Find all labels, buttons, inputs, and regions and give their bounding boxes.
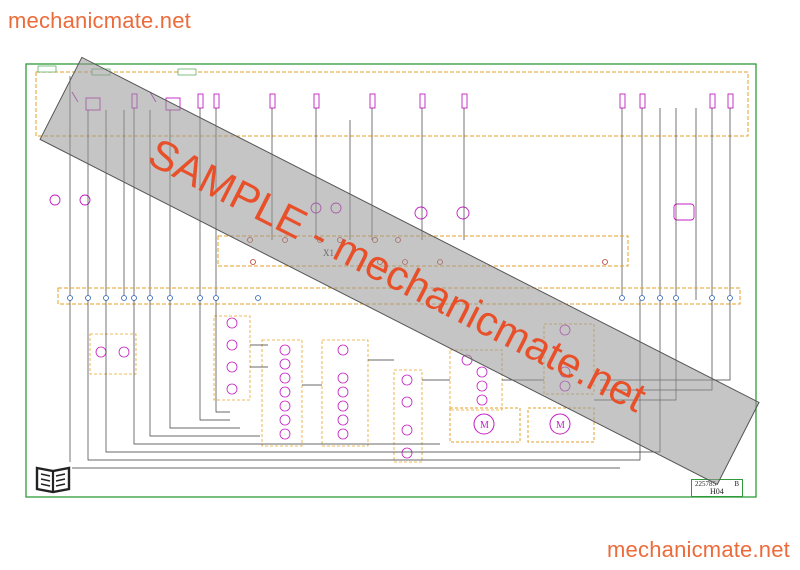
title-block: 225785 B H04 <box>691 479 743 497</box>
lamp-group-boxes <box>89 315 595 463</box>
drawing-code: H04 <box>710 487 724 496</box>
motor-label: M <box>480 420 489 431</box>
relay-icon <box>85 97 101 111</box>
box-label-tag <box>91 68 111 76</box>
revision: B <box>734 480 739 488</box>
box-label-tag <box>177 68 197 76</box>
relay-icon <box>165 97 181 111</box>
watermark-top: mechanicmate.net <box>8 8 191 33</box>
book-icon <box>34 462 72 494</box>
fuse-row <box>49 91 734 221</box>
terminal-pins <box>67 295 733 301</box>
motor-label: M <box>556 420 565 431</box>
fuse-box-band <box>35 71 749 137</box>
watermark-bottom: mechanicmate.net <box>607 537 790 562</box>
connector-x1-box <box>217 235 629 267</box>
lamp-icon <box>118 346 130 358</box>
connector-pins <box>247 237 608 265</box>
connector-x1-label: X1 <box>323 248 334 258</box>
box-label-tag <box>37 65 57 73</box>
terminal-rail <box>57 287 741 305</box>
lamp-icon <box>95 346 107 358</box>
lamp-array <box>95 317 571 459</box>
diagram-frame <box>25 63 757 498</box>
ground-bus <box>69 300 731 469</box>
